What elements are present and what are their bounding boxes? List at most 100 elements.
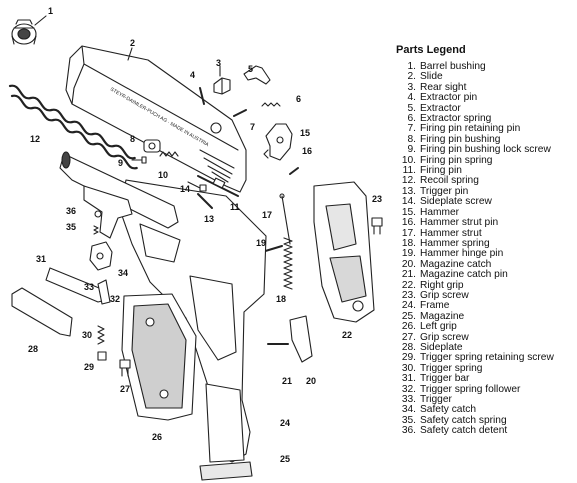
- callout-8: 8: [130, 134, 135, 144]
- callout-36: 36: [66, 206, 76, 216]
- grip-screw-left: [119, 359, 131, 377]
- callout-14: 14: [180, 184, 190, 194]
- leader-line: [34, 15, 47, 26]
- magazine-catch: [289, 315, 313, 363]
- legend-item-label: Hammer strut: [420, 227, 482, 239]
- legend-item-number: 16.: [401, 217, 416, 229]
- legend-item-number: 33.: [401, 394, 416, 405]
- legend-item: 13. Trigger pin: [396, 185, 576, 197]
- legend-item-label: Grip screw: [420, 289, 469, 301]
- legend-item-label: Hammer: [420, 206, 460, 218]
- legend-item-label: Extractor: [420, 102, 461, 114]
- legend-item: 26.Left grip: [396, 321, 576, 333]
- legend-item-label: Firing pin bushing: [420, 133, 501, 145]
- callout-15: 15: [300, 128, 310, 138]
- callout-18: 18: [276, 294, 286, 304]
- legend-item-number: 36.: [401, 425, 416, 437]
- legend-item: 36.Safety catch detent: [396, 425, 576, 437]
- callout-13: 13: [204, 214, 214, 224]
- magazine: [199, 383, 253, 481]
- legend-item-number: 17.: [401, 227, 416, 239]
- legend-item: 4.Extractor pin: [396, 92, 576, 104]
- legend-item: 25.Magazine: [396, 311, 576, 322]
- legend-item: 17. Hammer strut: [396, 227, 576, 239]
- legend-item-label: Magazine catch pin: [420, 269, 508, 281]
- legend-item: 12.Recoil spring: [396, 175, 576, 187]
- legend-item: 19.Hammer hinge pin: [396, 248, 576, 259]
- callout-labels: 1 2 3 4 5 6 7 8 9 10 11 12 13 14 15 16 1…: [28, 6, 382, 464]
- callout-35: 35: [66, 222, 76, 232]
- safety-catch-detent: [94, 210, 102, 218]
- legend-item-number: 8.: [407, 133, 417, 145]
- firing-pin-spring: [159, 151, 179, 157]
- callout-4: 4: [190, 70, 195, 80]
- callout-12: 12: [30, 134, 40, 144]
- hammer-strut-pin: [289, 167, 299, 175]
- legend-item: 6.Extractor spring: [396, 113, 576, 124]
- legend-item-label: Safety catch spring: [420, 414, 507, 426]
- legend-item: 23.Grip screw: [396, 289, 576, 301]
- extractor-pin: [199, 87, 205, 105]
- legend-item-label: Hammer spring: [420, 237, 490, 249]
- legend-item: 8.Firing pin bushing: [396, 133, 576, 145]
- legend-item-label: Left grip: [420, 321, 457, 333]
- legend-item-number: 22.: [401, 279, 416, 291]
- callout-33: 33: [84, 282, 94, 292]
- legend-item-label: Trigger bar: [420, 373, 470, 385]
- legend-item-label: Trigger spring retaining screw: [420, 352, 554, 364]
- leader-line: [127, 47, 133, 61]
- legend-item: 30.Trigger spring: [396, 363, 576, 374]
- legend-item-label: Grip screw: [420, 331, 469, 343]
- legend-item: 2.Slide: [396, 71, 576, 83]
- callout-20: 20: [306, 376, 316, 386]
- callout-30: 30: [82, 330, 92, 340]
- trigger-spring-follower: [97, 279, 111, 305]
- legend-item: 35.Safety catch spring: [396, 414, 576, 426]
- legend-item: 15.Hammer: [396, 206, 576, 218]
- legend-item: 20.Magazine catch: [396, 259, 576, 270]
- legend-item-label: Slide: [420, 71, 443, 83]
- legend-item: 18. Hammer spring: [396, 237, 576, 249]
- right-grip: [313, 181, 375, 323]
- legend-item-number: 5.: [407, 102, 417, 114]
- trigger: [83, 185, 133, 239]
- trigger-spring-retaining-screw: [97, 351, 107, 361]
- legend-title: Parts Legend: [396, 44, 466, 56]
- legend-item-number: 18.: [401, 237, 416, 249]
- legend-item: 22.Right grip: [396, 279, 576, 291]
- legend-item: 7.Firing pin retaining pin: [396, 124, 576, 135]
- legend-item-label: Trigger pin: [420, 185, 469, 197]
- callout-1: 1: [48, 6, 53, 16]
- legend-item-number: 10.: [401, 154, 416, 166]
- recoil-spring: [8, 84, 138, 170]
- callout-11: 11: [230, 202, 240, 212]
- legend-item-label: Firing pin bushing lock screw: [420, 144, 551, 156]
- legend-item-number: 2.: [407, 71, 417, 83]
- legend-item: 11.Firing pin: [396, 165, 576, 177]
- legend-item-number: 13.: [401, 185, 416, 197]
- legend-item: 32.Trigger spring follower: [396, 384, 576, 395]
- legend-item-label: Recoil spring: [420, 175, 479, 187]
- sideplate-screw: [187, 181, 207, 192]
- callout-3: 3: [216, 58, 221, 68]
- legend-item-label: Sideplate: [420, 341, 463, 353]
- callout-26: 26: [152, 432, 162, 442]
- legend-item: 33.Trigger: [396, 394, 576, 405]
- hammer-spring: [283, 237, 293, 290]
- legend-item-number: 27.: [401, 331, 416, 343]
- legend-item-number: 21.: [401, 269, 416, 281]
- extractor-spring: [261, 102, 281, 107]
- legend-item-label: Firing pin spring: [420, 154, 493, 166]
- legend-item: 29.Trigger spring retaining screw: [396, 352, 576, 364]
- legend-item-number: 11.: [402, 165, 416, 177]
- legend-item: 21. Magazine catch pin: [396, 269, 576, 281]
- firing-pin-bushing: [143, 139, 161, 153]
- firing-pin-retaining-pin: [233, 109, 247, 117]
- legend-item-number: 28.: [401, 341, 416, 353]
- legend-item: 5.Extractor: [396, 102, 576, 114]
- legend-item-label: Extractor pin: [420, 92, 478, 104]
- firing-pin: [197, 175, 239, 197]
- safety-catch: [89, 241, 113, 271]
